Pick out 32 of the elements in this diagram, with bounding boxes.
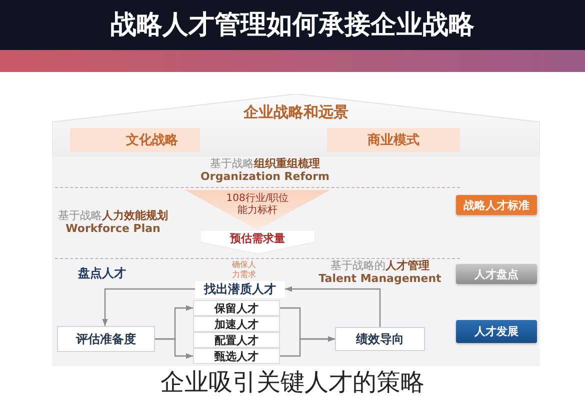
category-tag: 战略人才标准 <box>456 195 537 215</box>
arrow <box>102 288 195 326</box>
process-box: 找出潜质人才 <box>195 281 285 298</box>
process-box: 评估准备度 <box>57 326 155 352</box>
chevron-text: 预估需求量 <box>230 232 285 245</box>
roof-shape <box>52 94 540 156</box>
category-tag: 人才盘点 <box>456 264 537 284</box>
english-subtitle: Organization Reform <box>200 170 330 183</box>
arrow <box>285 286 381 327</box>
strategy-band: 商业模式 <box>327 128 460 152</box>
note-text: 确保人力需求 <box>231 260 257 280</box>
annotation-text: 基于战略人力效能规划 <box>58 209 168 222</box>
talent-step-box: 加速人才 <box>193 316 280 332</box>
funnel-triangle <box>185 190 330 230</box>
arrow <box>280 336 335 357</box>
process-box: 绩效导向 <box>335 327 425 351</box>
caption: 企业吸引关键人才的策略 <box>160 367 424 397</box>
annotation-text: 基于战略的人才管理 <box>330 259 430 272</box>
talent-step-box: 配置人才 <box>193 332 280 348</box>
chevron-shape <box>200 230 315 254</box>
english-subtitle: Talent Management <box>318 272 442 285</box>
talent-step-box: 保留人才 <box>193 300 280 316</box>
roof-heading: 企业战略和远景 <box>244 103 348 121</box>
section-label: 盘点人才 <box>78 266 126 280</box>
talent-step-box: 甄选人才 <box>193 348 280 364</box>
title: 战略人才管理如何承接企业战略 <box>110 9 474 41</box>
english-subtitle: Workforce Plan <box>66 222 160 235</box>
arrow <box>155 338 193 359</box>
category-tag: 人才发展 <box>456 320 537 343</box>
funnel-text: 108行业/职位能力标杆 <box>225 193 290 217</box>
strategy-band: 文化战略 <box>70 128 200 152</box>
annotation-text: 基于战略组织重组梳理 <box>210 157 320 170</box>
